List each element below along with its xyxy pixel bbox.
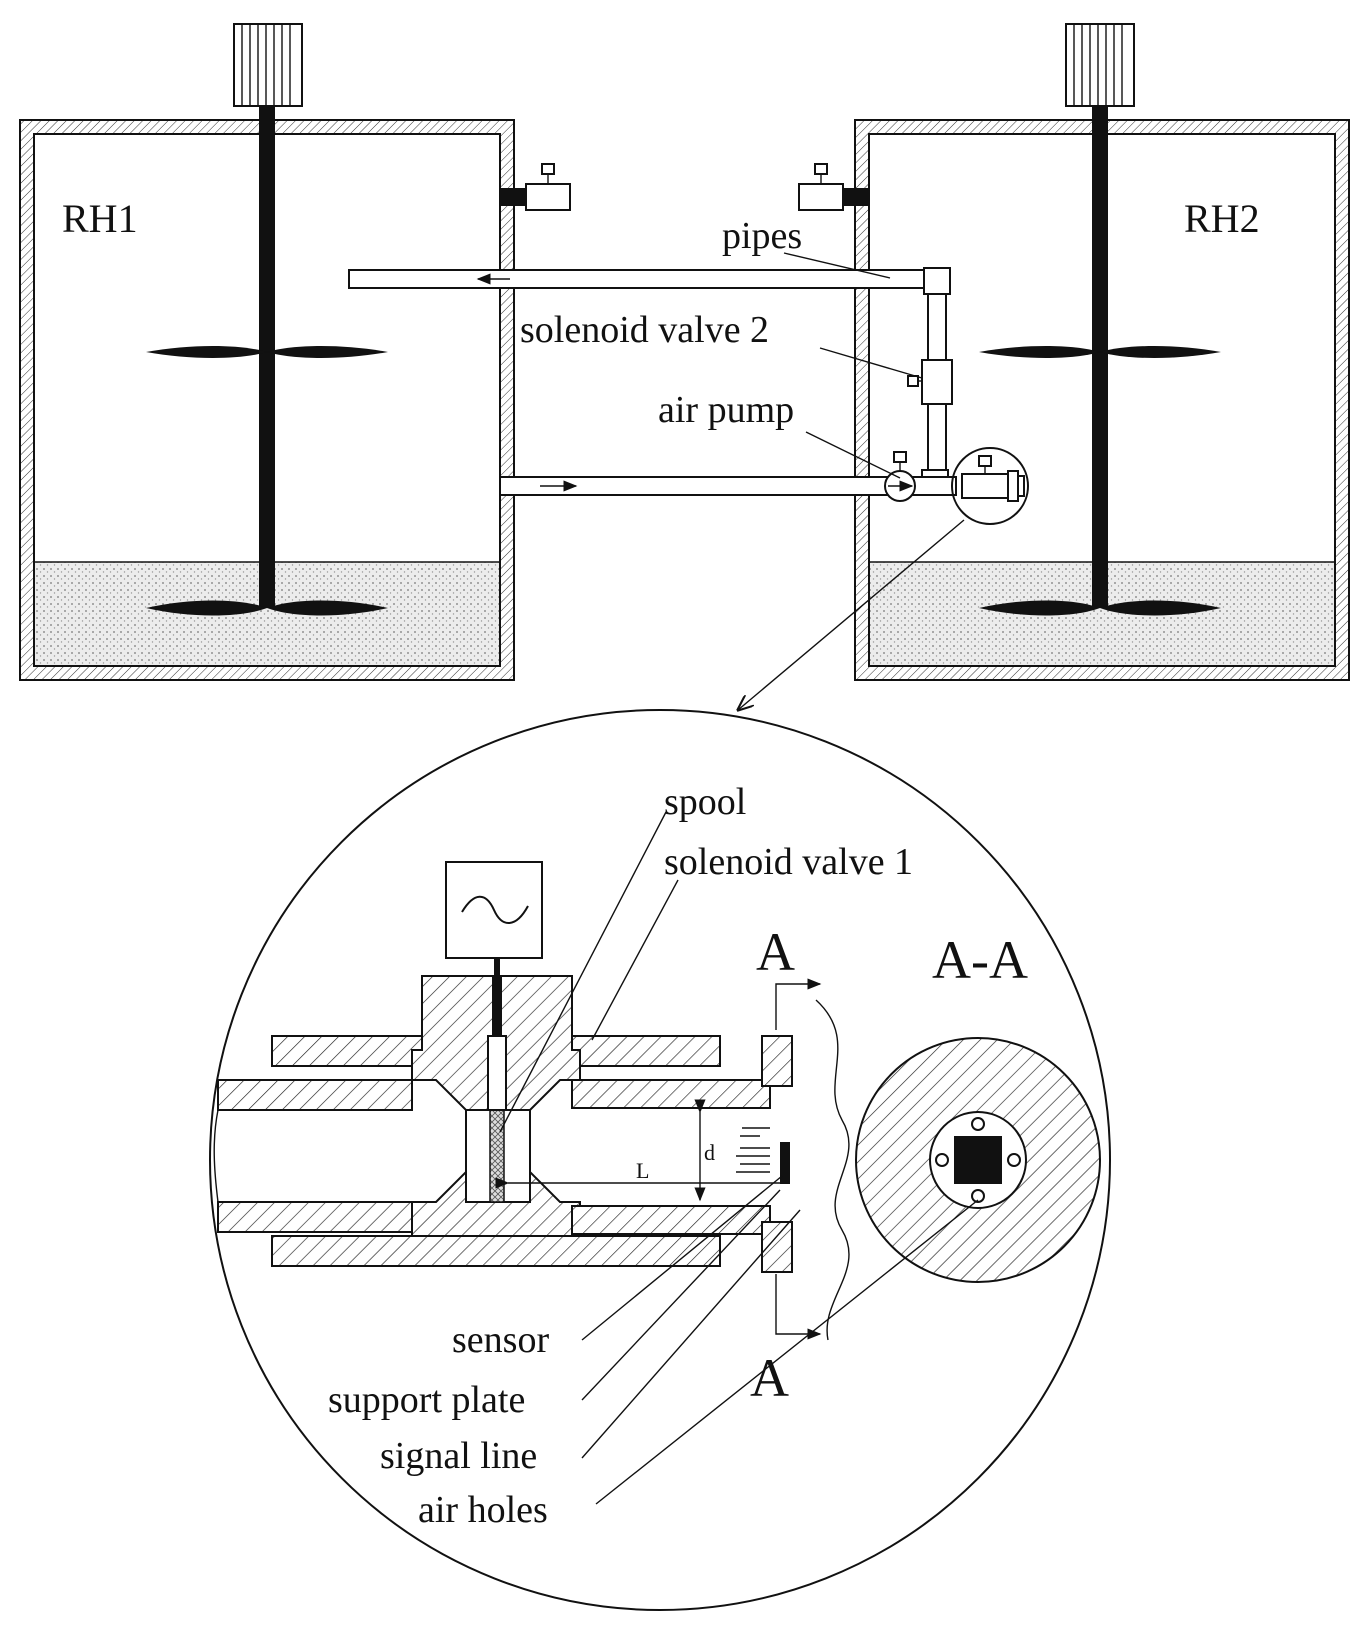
label-support-plate: support plate xyxy=(328,1379,525,1421)
air-hole xyxy=(971,1189,985,1203)
label-section-aa: A-A xyxy=(932,930,1028,990)
label-pipes: pipes xyxy=(722,215,802,257)
motor-rh1 xyxy=(233,23,303,107)
label-signal-line: signal line xyxy=(380,1435,537,1477)
svg-text:A: A xyxy=(756,922,795,982)
impeller-lower-rh2 xyxy=(979,600,1221,616)
label-solenoid-valve-1: solenoid valve 1 xyxy=(664,841,913,883)
section-marker-a-top: A xyxy=(756,922,822,1030)
air-hole xyxy=(971,1117,985,1131)
sensor xyxy=(780,1142,790,1184)
stirrer-shaft-rh2 xyxy=(1092,106,1108,608)
detail-leader-lines xyxy=(499,811,979,1505)
svg-text:L: L xyxy=(636,1158,649,1183)
flow-lines xyxy=(736,1127,770,1173)
svg-text:A: A xyxy=(750,1348,789,1408)
pipe-supply xyxy=(499,469,957,496)
label-air-pump: air pump xyxy=(658,389,794,431)
stirrer-shaft-rh1 xyxy=(259,106,275,608)
impeller-upper-rh2 xyxy=(979,346,1221,358)
dimension-d: d xyxy=(694,1099,715,1202)
air-hole xyxy=(1007,1153,1021,1167)
label-solenoid-valve-2: solenoid valve 2 xyxy=(520,309,769,351)
air-hole xyxy=(935,1153,949,1167)
section-cut-line xyxy=(815,999,850,1341)
tank-rh2: RH2 xyxy=(854,23,1350,681)
dimension-l: L xyxy=(495,1158,780,1189)
impeller-upper-rh1 xyxy=(146,346,388,358)
label-air-holes: air holes xyxy=(418,1489,548,1531)
signal-display xyxy=(445,861,543,976)
tank-rh1-wall xyxy=(19,119,515,681)
detail-view-circle xyxy=(209,709,1111,1611)
tank-rh1: RH1 xyxy=(19,23,515,681)
solenoid-valve-1-small xyxy=(951,447,1029,525)
label-rh1: RH1 xyxy=(62,196,138,241)
valve-body-cross-section xyxy=(213,975,793,1273)
svg-text:d: d xyxy=(704,1140,715,1165)
spool xyxy=(489,1109,505,1203)
air-pump xyxy=(884,451,916,502)
section-aa-view: A-A xyxy=(855,930,1101,1283)
wall-sensor-rh1 xyxy=(500,163,571,211)
label-rh2: RH2 xyxy=(1184,196,1260,241)
detail-callout-arrow xyxy=(738,519,965,710)
impeller-lower-rh1 xyxy=(146,600,388,616)
section-marker-a-bottom: A xyxy=(750,1274,822,1408)
solenoid-valve-2 xyxy=(907,359,953,471)
motor-rh2 xyxy=(1065,23,1135,107)
label-spool: spool xyxy=(664,781,746,823)
label-sensor: sensor xyxy=(452,1319,549,1361)
pipe-return xyxy=(348,267,951,361)
wall-sensor-rh2 xyxy=(798,163,869,211)
